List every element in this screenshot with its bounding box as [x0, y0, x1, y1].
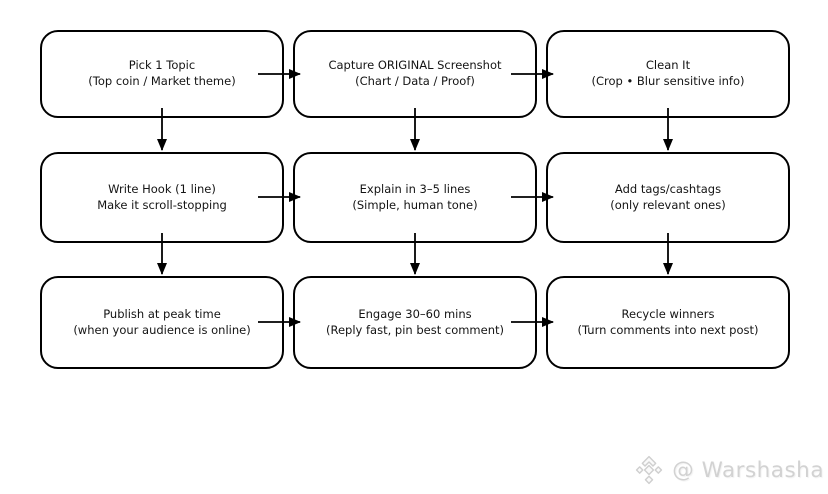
step-title: Capture ORIGINAL Screenshot	[328, 58, 502, 73]
step-title: Clean It	[645, 58, 691, 73]
step-5-explain: Explain in 3–5 lines (Simple, human tone…	[293, 152, 537, 243]
step-subtitle: (Chart / Data / Proof)	[355, 74, 475, 88]
step-subtitle: Make it scroll-stopping	[97, 197, 227, 212]
step-3-clean-it: Clean It (Crop • Blur sensitive info)	[546, 30, 790, 118]
watermark: @ Warshasha	[633, 454, 824, 486]
step-8-engage: Engage 30–60 mins (Reply fast, pin best …	[293, 276, 537, 369]
step-title: Publish at peak time	[103, 306, 221, 321]
step-1-pick-topic: Pick 1 Topic (Top coin / Market theme)	[40, 30, 284, 118]
step-subtitle: (when your audience is online)	[73, 322, 251, 337]
step-subtitle: (Simple, human tone)	[352, 197, 478, 212]
step-subtitle: (only relevant ones)	[610, 197, 726, 212]
step-subtitle: (Turn comments into next post)	[577, 322, 759, 337]
step-title: Recycle winners	[621, 306, 715, 321]
step-subtitle: (Reply fast, pin best comment)	[326, 322, 504, 337]
step-2-capture-screenshot: Capture ORIGINAL Screenshot (Chart / Dat…	[293, 30, 537, 118]
step-4-write-hook: Write Hook (1 line) Make it scroll-stopp…	[40, 152, 284, 243]
step-6-add-tags: Add tags/cashtags (only relevant ones)	[546, 152, 790, 243]
step-7-publish-peak-time: Publish at peak time (when your audience…	[40, 276, 284, 369]
step-subtitle: (Crop • Blur sensitive info)	[591, 74, 745, 88]
step-title: Engage 30–60 mins	[358, 306, 472, 321]
step-title: Write Hook (1 line)	[108, 181, 216, 196]
watermark-text: @ Warshasha	[672, 457, 824, 483]
binance-style-diamond-icon	[633, 454, 665, 486]
step-title: Add tags/cashtags	[614, 181, 722, 196]
step-title: Explain in 3–5 lines	[359, 181, 471, 196]
step-title: Pick 1 Topic	[128, 58, 196, 73]
step-subtitle: (Top coin / Market theme)	[88, 74, 236, 88]
step-9-recycle-winners: Recycle winners (Turn comments into next…	[546, 276, 790, 369]
